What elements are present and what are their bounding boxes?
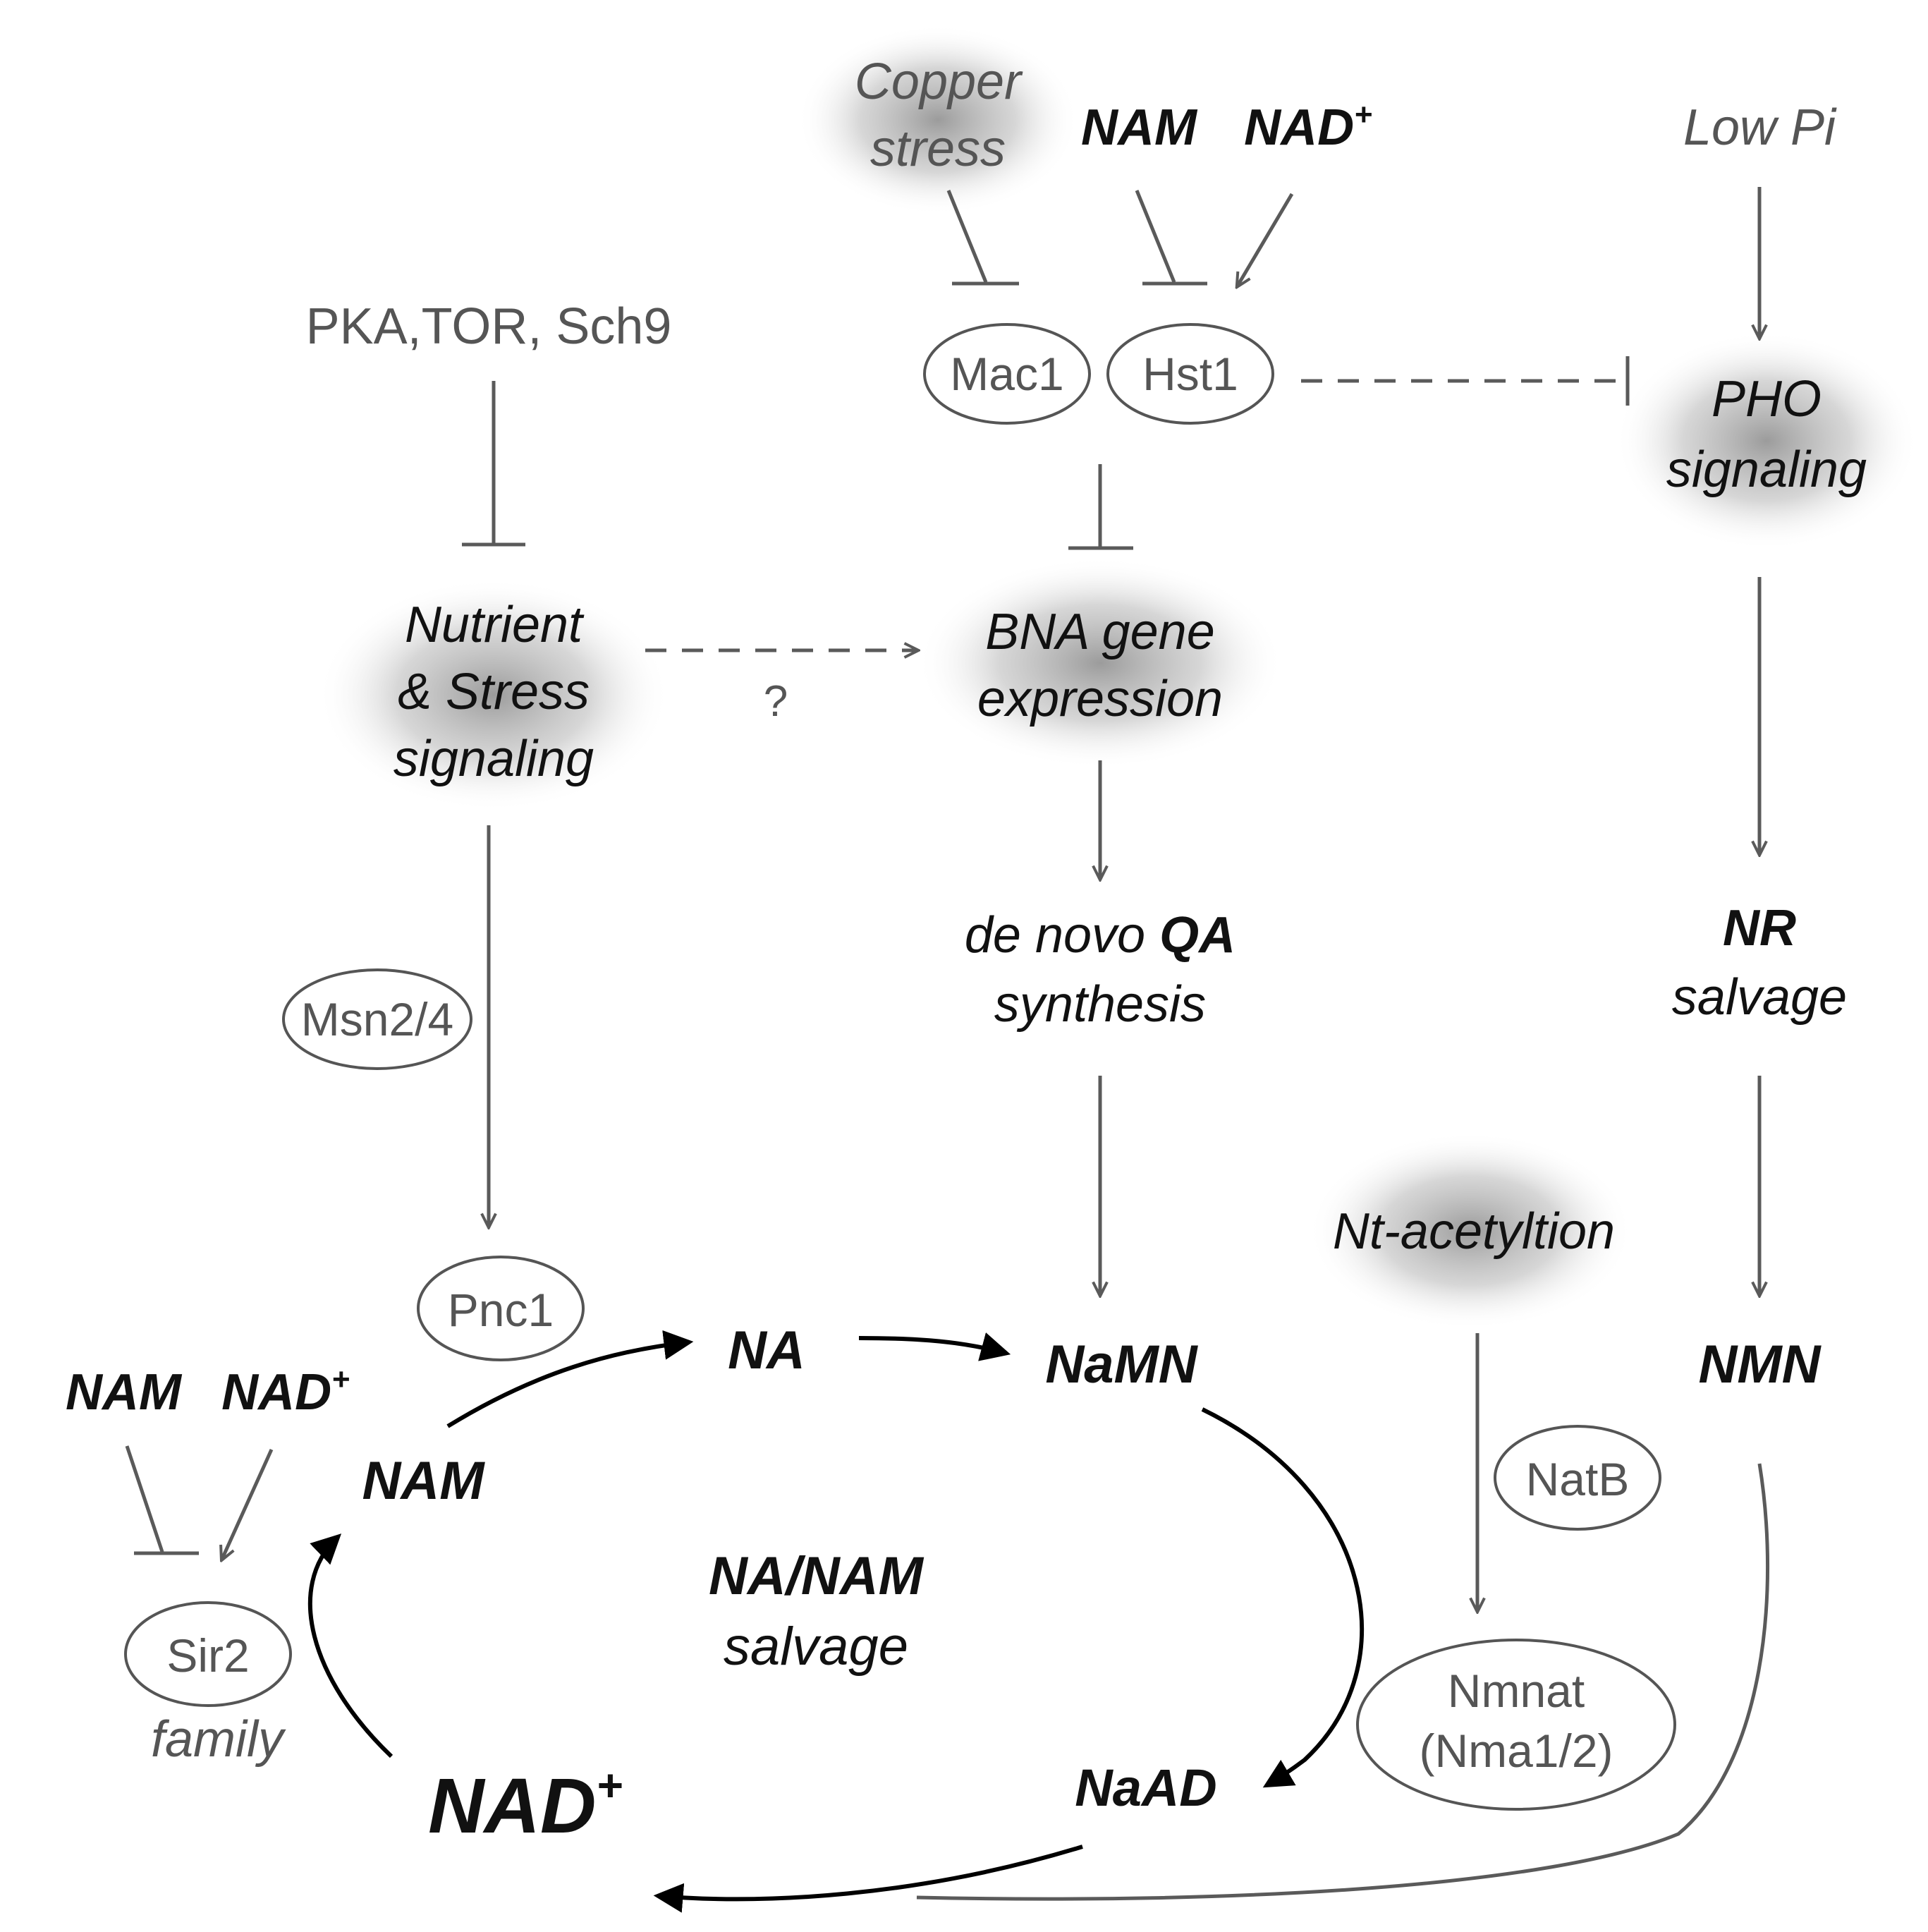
nr-salvage-label-line2: salvage: [1672, 969, 1847, 1026]
na-to-namn-arrow: [858, 1332, 1011, 1361]
sir2-label: Sir2: [166, 1629, 249, 1682]
low-pi-label: Low Pi: [1683, 99, 1837, 156]
sir2-family-label: family: [151, 1711, 286, 1768]
nutrient-signaling-label-line2: & Stress: [398, 664, 590, 720]
nam-left-label: NAM: [66, 1364, 183, 1421]
nt-acetylation-label: Nt-acetyltion: [1333, 1203, 1615, 1260]
nam-inhibits-sir2-line: [125, 1445, 164, 1553]
nmn-label: NMN: [1698, 1335, 1822, 1395]
nmnat-ellipse: [1356, 1639, 1676, 1811]
nutrient-signaling-label-line3: signaling: [393, 731, 594, 787]
copper-inhibits-mac1-line: [946, 190, 988, 283]
bna-expression-label-line1: BNA gene: [985, 604, 1215, 660]
na-nam-salvage-label-line2: salvage: [724, 1617, 908, 1677]
nutrient-signaling-label-line1: Nutrient: [405, 597, 585, 653]
pka-tor-sch9-label: PKA,TOR, Sch9: [306, 298, 672, 355]
msn2-4-ellipse: [282, 968, 472, 1070]
msn2-4-label: Msn2/4: [301, 993, 453, 1045]
nmnat-label-line1: Nmnat: [1448, 1665, 1585, 1717]
nmn-to-nad-curve: [916, 1463, 1770, 1901]
mac1-label: Mac1: [950, 348, 1063, 400]
nad-to-nam-arrow: [307, 1533, 393, 1758]
mac1-ellipse: [923, 323, 1091, 425]
naad-to-nad-arrow: [653, 1845, 1083, 1913]
copper-stress-label-line2: stress: [870, 121, 1006, 177]
pnc1-ellipse: [417, 1256, 585, 1361]
pho-signaling-label-line1: PHO: [1712, 371, 1822, 427]
nr-salvage-label-line1: NR: [1723, 900, 1796, 956]
nmnat-label-line2: (Nma1/2): [1419, 1725, 1613, 1777]
nt-acetylation-glow: [1308, 1132, 1633, 1330]
pnc1-label: Pnc1: [448, 1284, 554, 1336]
nam-cycle-label: NAM: [362, 1451, 485, 1511]
nam-to-na-arrow: [446, 1330, 694, 1428]
hst1-ellipse: [1106, 323, 1274, 425]
de-novo-qa-label-line2: synthesis: [994, 976, 1206, 1033]
nam-top-label: NAM: [1081, 99, 1198, 156]
nad-activates-sir2-arrow: [222, 1448, 274, 1559]
naad-label: NaAD: [1075, 1758, 1216, 1817]
na-nam-salvage-label-line1: NA/NAM: [709, 1546, 925, 1606]
nad-left-label: NAD+: [221, 1362, 350, 1421]
de-novo-qa-label-line1: de novo QA: [965, 907, 1235, 964]
nutrient-signaling-glow: [317, 578, 670, 811]
unknown-link-question-mark: ?: [764, 677, 788, 726]
nad-activates-hst1-arrow: [1238, 193, 1294, 286]
nam-inhibits-hst1-line: [1135, 190, 1176, 283]
namn-to-naad-arrow: [1201, 1407, 1365, 1788]
copper-stress-glow: [797, 25, 1079, 215]
na-label: NA: [728, 1320, 805, 1380]
nad-main-label: NAD+: [428, 1760, 623, 1849]
natb-label: NatB: [1526, 1453, 1630, 1505]
hst1-label: Hst1: [1142, 348, 1238, 400]
pho-signaling-label-line2: signaling: [1666, 442, 1867, 498]
nad-top-label: NAD+: [1244, 97, 1372, 156]
bna-expression-glow: [917, 557, 1283, 769]
pho-signaling-glow: [1615, 332, 1918, 550]
copper-stress-label-line1: Copper: [855, 54, 1023, 110]
namn-label: NaMN: [1045, 1335, 1198, 1395]
bna-expression-label-line2: expression: [977, 671, 1223, 727]
sir2-ellipse: [124, 1601, 292, 1707]
natb-ellipse: [1494, 1425, 1661, 1531]
